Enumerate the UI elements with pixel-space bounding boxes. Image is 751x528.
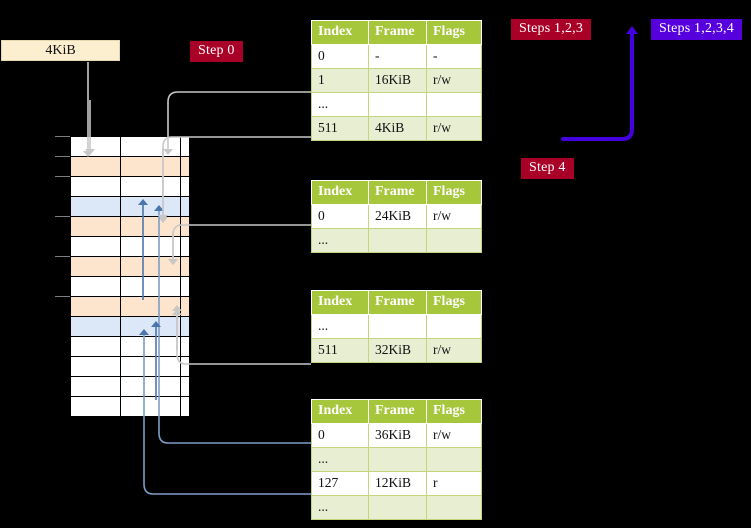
table-cell-index: 511 bbox=[311, 338, 369, 363]
table-cell-flags bbox=[426, 447, 482, 472]
table-cell-flags: r/w bbox=[426, 338, 482, 363]
column-header-flags: Flags bbox=[426, 399, 482, 424]
memory-frame-tick bbox=[55, 156, 70, 157]
memory-frame-tick bbox=[55, 256, 70, 257]
table-row: ... bbox=[311, 92, 482, 117]
table-cell-index: 0 bbox=[311, 204, 369, 229]
table-cell-flags bbox=[426, 495, 482, 520]
table-cell-flags: - bbox=[426, 44, 482, 69]
memory-frame-tick bbox=[55, 216, 70, 217]
connector-pt-127-to-memory bbox=[139, 329, 311, 495]
badge-steps-1234: Steps 1,2,3,4 bbox=[651, 19, 742, 40]
table-cell-flags: r/w bbox=[426, 116, 482, 141]
table-cell-frame: 24KiB bbox=[368, 204, 427, 229]
column-header-flags: Flags bbox=[426, 20, 482, 45]
steps-1234-arrow bbox=[561, 26, 638, 141]
memory-divider-1 bbox=[120, 136, 121, 417]
table-cell-flags: r bbox=[426, 471, 482, 496]
table-row: ... bbox=[311, 314, 482, 339]
table-cell-flags bbox=[426, 92, 482, 117]
memory-frame-tick bbox=[55, 296, 70, 297]
table-cell-frame bbox=[368, 314, 427, 339]
column-header-frame: Frame bbox=[368, 180, 427, 205]
table-cell-index: ... bbox=[311, 228, 369, 253]
badge-step-0-label: Step 0 bbox=[198, 43, 235, 58]
table-cell-frame: 4KiB bbox=[368, 116, 427, 141]
column-header-index: Index bbox=[311, 399, 369, 424]
column-header-frame: Frame bbox=[368, 399, 427, 424]
column-header-frame: Frame bbox=[368, 20, 427, 45]
table-cell-flags: r/w bbox=[426, 204, 482, 229]
table-cell-frame bbox=[368, 447, 427, 472]
column-header-flags: Flags bbox=[426, 290, 482, 315]
table-cell-frame: 12KiB bbox=[368, 471, 427, 496]
connector-pml4-1-to-memory bbox=[163, 91, 311, 155]
memory-divider-2 bbox=[180, 136, 181, 417]
table-cell-index: ... bbox=[311, 314, 369, 339]
connector-pml4-511-to-memory bbox=[158, 136, 311, 223]
badge-step-4-label: Step 4 bbox=[529, 160, 566, 175]
column-header-index: Index bbox=[311, 180, 369, 205]
column-header-flags: Flags bbox=[426, 180, 482, 205]
table-cell-index: 511 bbox=[311, 116, 369, 141]
table-cell-frame bbox=[368, 495, 427, 520]
memory-column bbox=[55, 136, 190, 417]
table-row: ... bbox=[311, 447, 482, 472]
table-row: 0-- bbox=[311, 44, 482, 69]
table-cell-flags bbox=[426, 228, 482, 253]
table-cell-index: 0 bbox=[311, 44, 369, 69]
column-header-index: Index bbox=[311, 290, 369, 315]
table-row: ... bbox=[311, 228, 482, 253]
table-cell-index: 127 bbox=[311, 471, 369, 496]
connector-pdpt-0-to-memory bbox=[168, 224, 311, 265]
connector-pd-511-to-memory bbox=[172, 309, 311, 365]
table-cell-frame: 16KiB bbox=[368, 68, 427, 93]
table-cell-frame: 36KiB bbox=[368, 423, 427, 448]
kib-bar-label: 4KiB bbox=[45, 43, 76, 58]
badge-steps-123: Steps 1,2,3 bbox=[511, 19, 592, 40]
kib-bar: 4KiB bbox=[1, 40, 120, 61]
table-cell-index: 0 bbox=[311, 423, 369, 448]
connector-pt-0-to-memory bbox=[154, 205, 311, 444]
table-cell-frame bbox=[368, 228, 427, 253]
table-cell-index: 1 bbox=[311, 68, 369, 93]
memory-frame-tick bbox=[55, 136, 70, 137]
table-cell-flags: r/w bbox=[426, 68, 482, 93]
table-cell-flags: r/w bbox=[426, 423, 482, 448]
table-cell-index: ... bbox=[311, 495, 369, 520]
column-header-frame: Frame bbox=[368, 290, 427, 315]
table-cell-frame bbox=[368, 92, 427, 117]
badge-step-4: Step 4 bbox=[521, 158, 574, 179]
badge-steps-1234-label: Steps 1,2,3,4 bbox=[659, 21, 734, 36]
table-cell-frame: - bbox=[368, 44, 427, 69]
badge-steps-123-label: Steps 1,2,3 bbox=[519, 21, 584, 36]
memory-frame bbox=[70, 396, 190, 417]
table-cell-frame: 32KiB bbox=[368, 338, 427, 363]
table-cell-flags bbox=[426, 314, 482, 339]
table-row: ... bbox=[311, 495, 482, 520]
table-cell-index: ... bbox=[311, 92, 369, 117]
table-cell-index: ... bbox=[311, 447, 369, 472]
memory-frame-tick bbox=[55, 176, 70, 177]
column-header-index: Index bbox=[311, 20, 369, 45]
badge-step-0: Step 0 bbox=[190, 41, 243, 62]
